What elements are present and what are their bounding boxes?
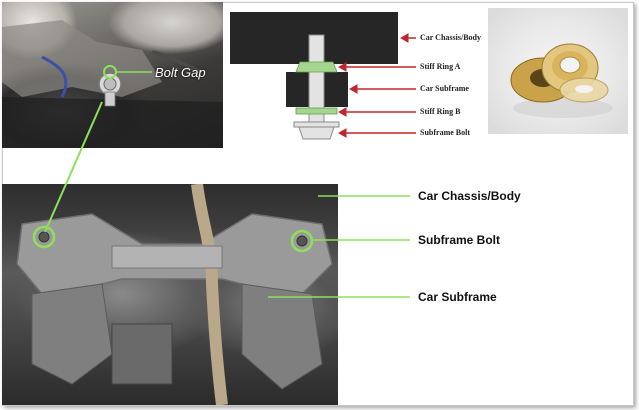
diagram-label-bolt: Subframe Bolt xyxy=(420,128,470,137)
diagram-arrows xyxy=(337,33,416,138)
arrow-ring-a-head xyxy=(337,62,347,72)
diagram-stiff-ring-b xyxy=(295,107,338,115)
diagram-label-chassis: Car Chassis/Body xyxy=(420,33,481,42)
subframe-photo-details xyxy=(16,184,333,405)
closeup-wire xyxy=(41,55,68,98)
exhaust-pipe xyxy=(191,184,228,405)
ring-washer-hole xyxy=(575,85,593,93)
engine-part xyxy=(111,323,173,385)
closeup-bracket xyxy=(2,20,162,97)
arrow-bolt-head xyxy=(337,128,347,138)
bolt-gap-closeup-photo: Bolt Gap xyxy=(2,2,223,148)
photo-label-chassis: Car Chassis/Body xyxy=(418,189,521,203)
diagram-label-ring-a: Stiff Ring A xyxy=(420,62,461,71)
photo-label-subframe: Car Subframe xyxy=(418,290,497,304)
ring-shadow xyxy=(513,98,613,118)
closeup-photo-details xyxy=(2,20,223,148)
subframe-bolt-left-callout xyxy=(32,225,56,249)
subframe-underbody-photo xyxy=(2,184,338,405)
subframe-crossbar xyxy=(111,245,223,269)
arrow-subframe-head xyxy=(348,84,358,94)
closeup-frame-shadow xyxy=(2,97,223,148)
diagram-stiff-ring-a xyxy=(295,61,338,73)
bolt-gap-label: Bolt Gap xyxy=(155,65,206,80)
subframe-bolt-right xyxy=(296,235,308,247)
stiff-rings-product-photo xyxy=(488,8,628,134)
ring-front-inner xyxy=(559,56,581,74)
diagram-bolt-washer xyxy=(293,121,340,128)
subframe-lower-arm xyxy=(31,283,113,385)
arrow-ring-b-head xyxy=(337,107,347,117)
closeup-wire xyxy=(151,50,203,74)
diagram-bolt-head xyxy=(298,126,335,140)
subframe-lower-arm xyxy=(241,283,323,390)
diagram-label-subframe: Car Subframe xyxy=(420,84,469,93)
arrow-chassis-head xyxy=(399,33,409,43)
rings-photo-details xyxy=(510,43,613,118)
photo-label-bolt: Subframe Bolt xyxy=(418,233,501,247)
diagram-label-ring-b: Stiff Ring B xyxy=(420,107,461,116)
closeup-to-bolt-connector xyxy=(44,101,103,233)
closeup-bolt-shank xyxy=(104,91,116,107)
subframe-bolt-left xyxy=(38,231,50,243)
subframe-bolt-right-callout xyxy=(290,229,314,253)
